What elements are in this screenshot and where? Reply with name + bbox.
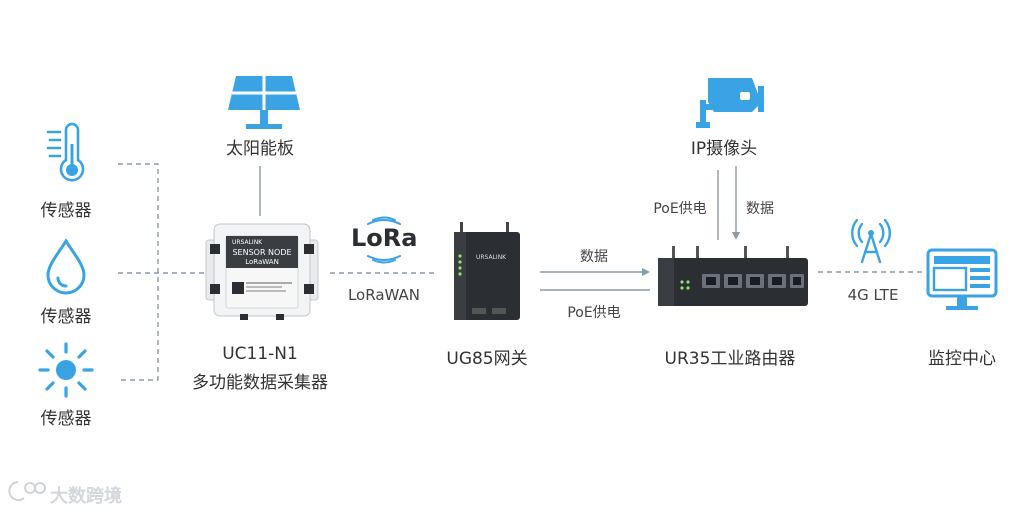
lora-logo: LoRa <box>351 224 418 252</box>
collector-model-label: UC11-N1 <box>222 344 298 364</box>
sensor-label-3: 传感器 <box>40 409 92 429</box>
sensor-label-2: 传感器 <box>40 307 92 327</box>
collector-name-label: 多功能数据采集器 <box>192 373 328 393</box>
ip-camera-label: IP摄像头 <box>690 139 758 159</box>
monitoring-center-label: 监控中心 <box>928 349 996 369</box>
solar-panel-label: 太阳能板 <box>226 139 294 159</box>
thermometer-icon <box>46 122 85 182</box>
gateway-brand: URSALINK <box>476 254 507 261</box>
gateway-label: UG85网关 <box>446 349 528 369</box>
lora-signal-icon <box>367 216 401 264</box>
humidity-drop-icon <box>46 238 86 295</box>
router-label: UR35工业路由器 <box>664 349 796 369</box>
monitor-icon <box>926 248 998 310</box>
collector-title: SENSOR NODE <box>232 248 292 257</box>
watermark-logo-icon <box>8 481 46 501</box>
ip-camera-icon <box>696 78 764 128</box>
watermark-text: 大数跨境 <box>50 486 122 507</box>
data-label-2: 数据 <box>746 201 774 217</box>
light-sun-icon <box>38 342 94 398</box>
ug85-gateway-device: URSALINK <box>448 222 528 324</box>
cell-tower-icon <box>851 218 891 264</box>
collector-subtitle: LoRaWAN <box>245 258 279 266</box>
lte-label: 4G LTE <box>847 286 899 304</box>
sensor-node-device: URSALINK SENSOR NODE LoRaWAN <box>205 220 319 320</box>
sensor-label-1: 传感器 <box>40 201 92 221</box>
lorawan-label: LoRaWAN <box>347 286 421 304</box>
poe-supply-label-2: PoE供电 <box>567 305 621 321</box>
data-label-1: 数据 <box>580 249 608 265</box>
collector-brand: URSALINK <box>232 239 263 246</box>
solar-panel-icon <box>228 76 300 129</box>
poe-supply-label-1: PoE供电 <box>653 201 707 217</box>
ur35-router-device <box>652 246 812 310</box>
